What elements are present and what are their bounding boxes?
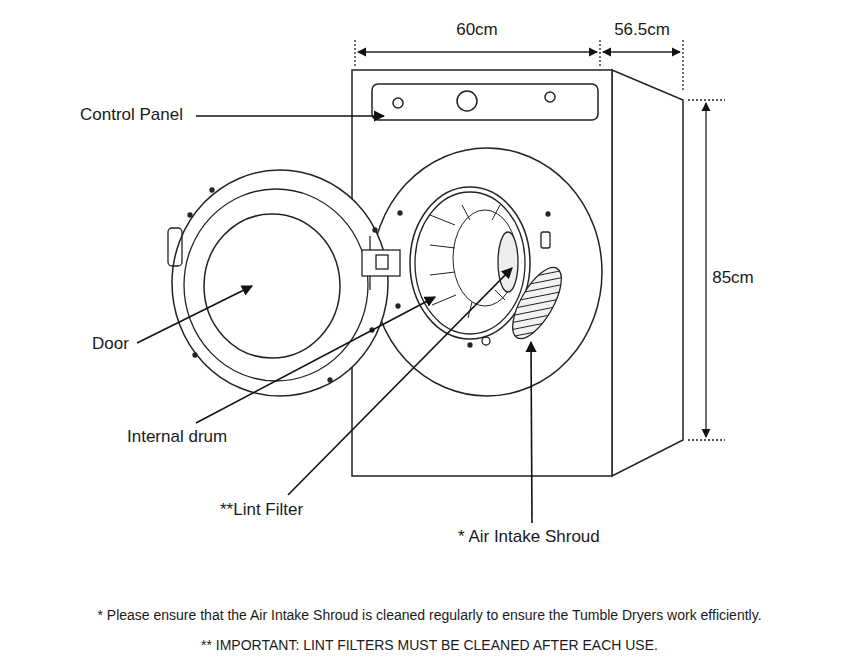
extension-line <box>354 40 355 66</box>
air-intake-shroud <box>503 260 571 345</box>
drum-ribs <box>430 205 517 318</box>
dimension-label: 56.5cm <box>614 20 670 40</box>
leader-line <box>137 286 252 343</box>
side-panel <box>612 70 683 476</box>
hinge-plate <box>376 255 388 269</box>
open-door <box>168 170 400 396</box>
depth-dimension <box>603 51 680 52</box>
leader-line <box>196 115 384 117</box>
extension-line <box>688 439 725 440</box>
sensor <box>482 337 490 345</box>
dryer-cabinet <box>352 70 683 476</box>
control-knob <box>545 92 555 102</box>
leader-line <box>196 297 435 423</box>
part-label: Control Panel <box>80 105 183 125</box>
front-panel <box>352 70 612 476</box>
door-catch <box>541 232 550 248</box>
door-ring <box>372 148 602 396</box>
leader-line <box>288 268 512 495</box>
door-frame <box>172 170 388 396</box>
height-dimension <box>705 103 706 437</box>
door-seal <box>184 189 368 381</box>
control-knob <box>457 91 477 111</box>
drum-opening <box>410 187 530 339</box>
dimension-label: 85cm <box>712 268 754 288</box>
leader-line <box>531 342 532 523</box>
part-label: Door <box>92 334 129 354</box>
door-handle <box>168 228 182 266</box>
part-label: * Air Intake Shroud <box>458 527 600 547</box>
width-dimension <box>358 51 597 52</box>
door-glass <box>204 214 340 358</box>
lint-filter <box>498 232 518 292</box>
dimension-label: 60cm <box>456 20 498 40</box>
extension-line <box>599 40 600 66</box>
door-hinge <box>362 250 400 276</box>
extension-line <box>688 99 725 100</box>
part-label: Internal drum <box>127 427 227 447</box>
note-text: * Please ensure that the Air Intake Shro… <box>97 607 761 624</box>
porthole <box>372 148 602 396</box>
control-panel <box>372 84 598 120</box>
part-label: **Lint Filter <box>220 500 303 520</box>
drum-rim <box>415 192 525 334</box>
leader-lines <box>137 116 532 523</box>
control-knob <box>393 98 403 108</box>
note-text: ** IMPORTANT: LINT FILTERS MUST BE CLEAN… <box>201 637 658 654</box>
extension-line <box>682 40 683 92</box>
